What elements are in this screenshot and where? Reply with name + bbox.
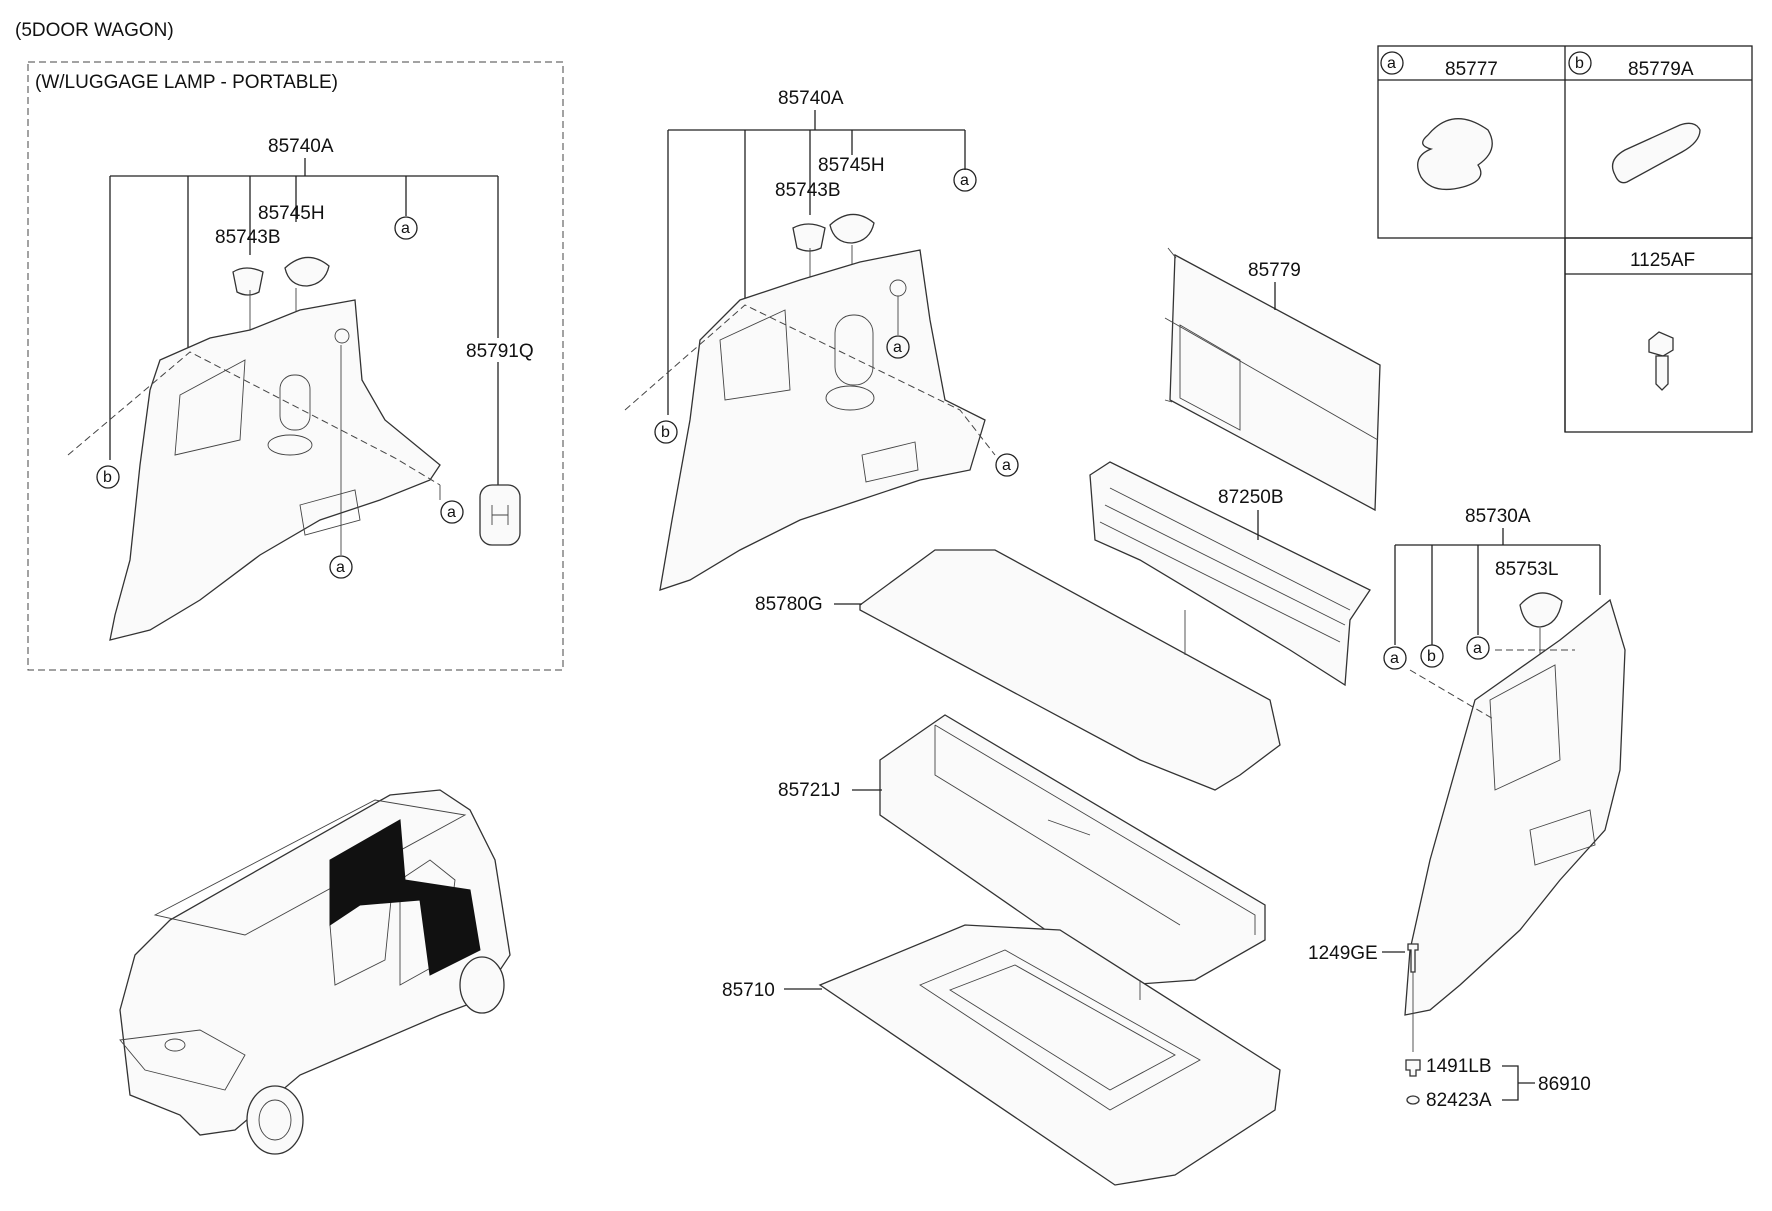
- quarter-trim-panel: [659, 249, 986, 591]
- fasteners: 1249GE 1491LB 82423A 86910: [1308, 943, 1591, 1111]
- clip-85777-drawing: [1417, 117, 1493, 191]
- callout-a-mid-1: a: [953, 168, 977, 192]
- callout-b-inset: b: [96, 465, 120, 489]
- label-85745H: 85745H: [818, 155, 885, 176]
- svg-text:a: a: [893, 339, 902, 356]
- label-85730A: 85730A: [1465, 506, 1531, 527]
- legend-marker-b: b: [1568, 51, 1592, 75]
- inset-side-panel: [109, 299, 441, 641]
- scuff-plate: 87250B: [1089, 461, 1371, 687]
- label-1491LB: 1491LB: [1426, 1056, 1492, 1077]
- callout-a-inset-3: a: [329, 345, 353, 579]
- callout-a-right-2: a: [1466, 636, 1490, 660]
- svg-text:a: a: [447, 504, 456, 521]
- legend-table: a 85777 b 85779A 1125AF: [1377, 45, 1753, 433]
- label-85740A-inset: 85740A: [268, 136, 334, 157]
- inset-luggage-lamp: (W/LUGGAGE LAMP - PORTABLE) 85740A 85745…: [27, 61, 564, 671]
- callout-a-inset-2: a: [439, 485, 464, 524]
- luggage-cover: 85780G: [755, 549, 1281, 791]
- label-85721J: 85721J: [778, 780, 840, 801]
- inset-border: [27, 61, 564, 671]
- svg-text:a: a: [960, 172, 969, 189]
- label-1249GE: 1249GE: [1308, 943, 1378, 964]
- label-85743B: 85743B: [775, 180, 841, 201]
- svg-text:b: b: [661, 424, 670, 441]
- luggage-tray: 85721J: [778, 714, 1266, 986]
- legend-part-85779A: 85779A: [1628, 59, 1694, 80]
- label-85779: 85779: [1248, 260, 1301, 281]
- legend-part-85777: 85777: [1445, 59, 1498, 80]
- legend-part-1125AF: 1125AF: [1630, 250, 1695, 271]
- screw-1125AF-drawing: [1648, 331, 1674, 391]
- callout-b-mid: b: [654, 420, 678, 444]
- callout-a-mid-3: a: [995, 453, 1019, 477]
- rear-trim-panel: [1404, 598, 1626, 1016]
- callout-a-inset-1: a: [394, 216, 418, 240]
- vehicle-locator: [119, 789, 511, 1155]
- trim-highlight: [329, 819, 481, 976]
- inset-title: (W/LUGGAGE LAMP - PORTABLE): [35, 72, 338, 93]
- clip-85779A-drawing: [1611, 122, 1701, 184]
- callout-a-right-1: a: [1383, 646, 1407, 670]
- svg-text:a: a: [1473, 640, 1482, 657]
- label-85743B-inset: 85743B: [215, 227, 281, 248]
- svg-text:a: a: [1390, 650, 1399, 667]
- legend-marker-a: a: [1380, 51, 1404, 75]
- label-85710: 85710: [722, 980, 775, 1001]
- label-85780G: 85780G: [755, 594, 823, 615]
- cargo-net: 85779: [1164, 247, 1381, 512]
- label-82423A: 82423A: [1426, 1090, 1492, 1111]
- label-87250B: 87250B: [1218, 487, 1284, 508]
- label-86910: 86910: [1538, 1074, 1591, 1095]
- svg-text:a: a: [1002, 457, 1011, 474]
- label-85791Q: 85791Q: [466, 341, 534, 362]
- diagram-title: (5DOOR WAGON): [15, 20, 174, 41]
- label-85745H-inset: 85745H: [258, 203, 325, 224]
- svg-text:a: a: [401, 220, 410, 237]
- svg-text:a: a: [336, 559, 345, 576]
- svg-text:a: a: [1387, 55, 1396, 72]
- callout-a-mid-2: a: [886, 335, 910, 359]
- luggage-floor: 85710: [722, 924, 1281, 1186]
- svg-text:b: b: [1575, 55, 1584, 72]
- label-85740A: 85740A: [778, 88, 844, 109]
- svg-text:b: b: [1427, 648, 1436, 665]
- label-85753L: 85753L: [1495, 559, 1558, 580]
- svg-text:b: b: [103, 469, 112, 486]
- rear-trim-assembly: 85730A 85753L a b a: [1383, 506, 1626, 1016]
- callout-b-right: b: [1420, 644, 1444, 668]
- quarter-trim-assembly: 85740A 85745H 85743B a a a: [624, 88, 1019, 591]
